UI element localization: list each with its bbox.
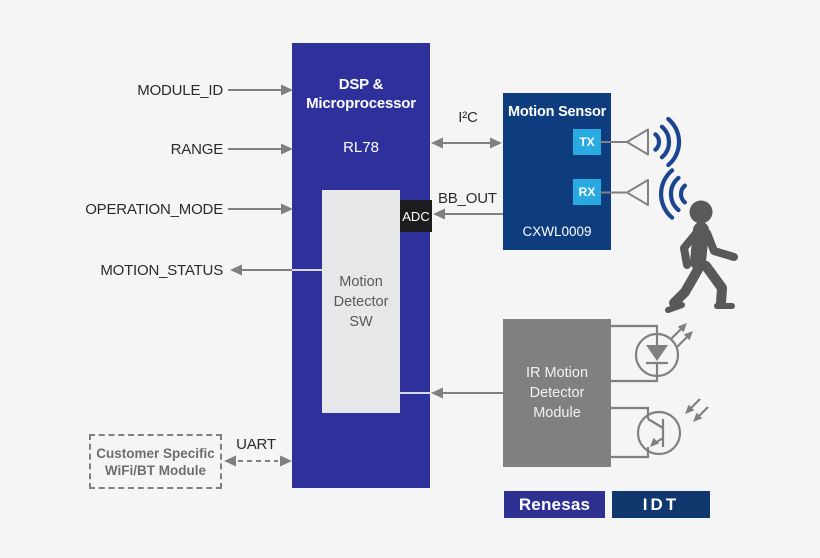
ir-led-emitter-icon (611, 323, 693, 383)
tx-waves-icon (653, 116, 682, 168)
dsp-microprocessor-block: DSP & Microprocessor RL78 (292, 43, 430, 488)
idt-logo: IDT (612, 491, 710, 518)
label-bb-out: BB_OUT (438, 190, 497, 207)
ir-module-label: IR Motion Detector Module (525, 365, 589, 421)
adc-label: ADC (402, 208, 430, 224)
range-arrow (228, 143, 293, 155)
motion-detector-sw-block: Motion Detector SW (322, 190, 400, 413)
renesas-logo: Renesas (504, 491, 605, 518)
operation-mode-arrow (228, 203, 293, 215)
i2c-arrow (431, 137, 502, 149)
renesas-logo-text: Renesas (518, 494, 591, 514)
motion-sensor-part-number: CXWL0009 (522, 224, 592, 239)
motion-sensor-block: Motion Sensor TX RX CXWL0009 (503, 93, 611, 250)
walking-person-icon (665, 200, 738, 313)
motion-detector-sw-label: Motion Detector SW (333, 273, 389, 330)
bb-out-arrow (433, 208, 503, 220)
customer-module-label: Customer Specific WiFi/BT Module (96, 445, 215, 478)
label-motion-status: MOTION_STATUS (100, 262, 223, 279)
label-uart: UART (236, 436, 276, 453)
adc-block: ADC (400, 200, 432, 232)
dsp-part-number: RL78 (343, 139, 379, 156)
ir-motion-detector-module-block: IR Motion Detector Module (503, 319, 611, 467)
ir-photodetector-icon (611, 398, 709, 459)
tx-port: TX (573, 129, 601, 155)
dsp-block-title: DSP & Microprocessor (306, 76, 416, 112)
rx-label: RX (578, 185, 596, 199)
rx-port: RX (573, 179, 601, 205)
customer-wifi-bt-module-block: Customer Specific WiFi/BT Module (89, 434, 222, 489)
motion-sensor-title: Motion Sensor (507, 104, 607, 120)
label-range: RANGE (170, 141, 224, 158)
module-id-arrow (228, 84, 293, 96)
rx-waves-icon (658, 168, 687, 220)
label-operation-mode: OPERATION_MODE (85, 201, 223, 218)
idt-logo-text: IDT (642, 494, 680, 514)
label-i2c: I²C (458, 109, 478, 126)
label-module-id: MODULE_ID (137, 82, 223, 99)
uart-dashed-arrow (224, 455, 292, 467)
tx-label: TX (579, 135, 595, 149)
